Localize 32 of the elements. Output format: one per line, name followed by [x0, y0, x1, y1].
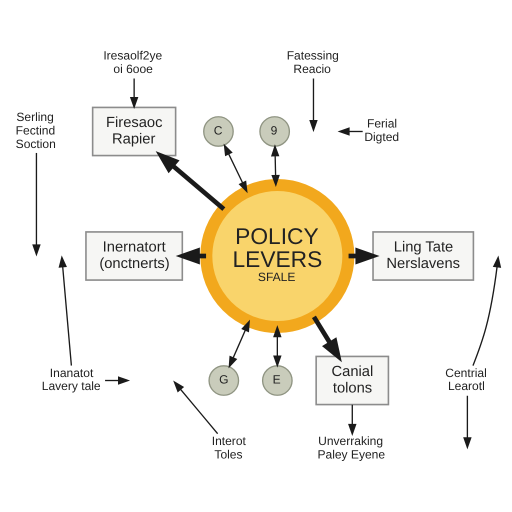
arrow — [223, 144, 248, 194]
node-text: Fatessing Reacio — [286, 48, 338, 76]
arrow — [104, 376, 130, 385]
node-circle: E — [261, 365, 292, 396]
arrow — [129, 78, 138, 109]
node-box: Firesaoc Rapier — [91, 106, 176, 156]
arrow — [308, 78, 318, 132]
node-box: Ling Tate Nerslavens — [372, 231, 474, 281]
node-box: Canial tolons — [314, 356, 389, 406]
node-text: Ferial Digted — [364, 116, 399, 144]
arrow — [348, 404, 356, 436]
arrow — [155, 151, 225, 211]
node-text: Centrial Learotl — [444, 366, 486, 394]
arrow — [311, 316, 342, 362]
node-circle: C — [202, 116, 234, 147]
arrow — [472, 255, 501, 366]
node-circle: 9 — [258, 116, 290, 147]
node-circle: G — [208, 365, 239, 396]
arrow — [270, 144, 280, 187]
node-text: Iresaolf2ye oi 6ooe — [102, 48, 162, 76]
node-box: Inernatort (onctnerts) — [84, 231, 183, 281]
arrow — [32, 152, 40, 256]
node-text: Interot Toles — [211, 434, 246, 462]
arrow — [172, 380, 218, 434]
arrow — [58, 255, 72, 366]
arrow — [337, 127, 362, 136]
arrow — [272, 325, 282, 368]
node-text: Unverraking Paley Eyene — [316, 434, 385, 462]
node-text: Serling Fectind Soction — [15, 110, 56, 151]
node-text: Inanatot Lavery tale — [41, 366, 100, 394]
arrow — [228, 320, 250, 368]
arrow — [462, 396, 472, 450]
